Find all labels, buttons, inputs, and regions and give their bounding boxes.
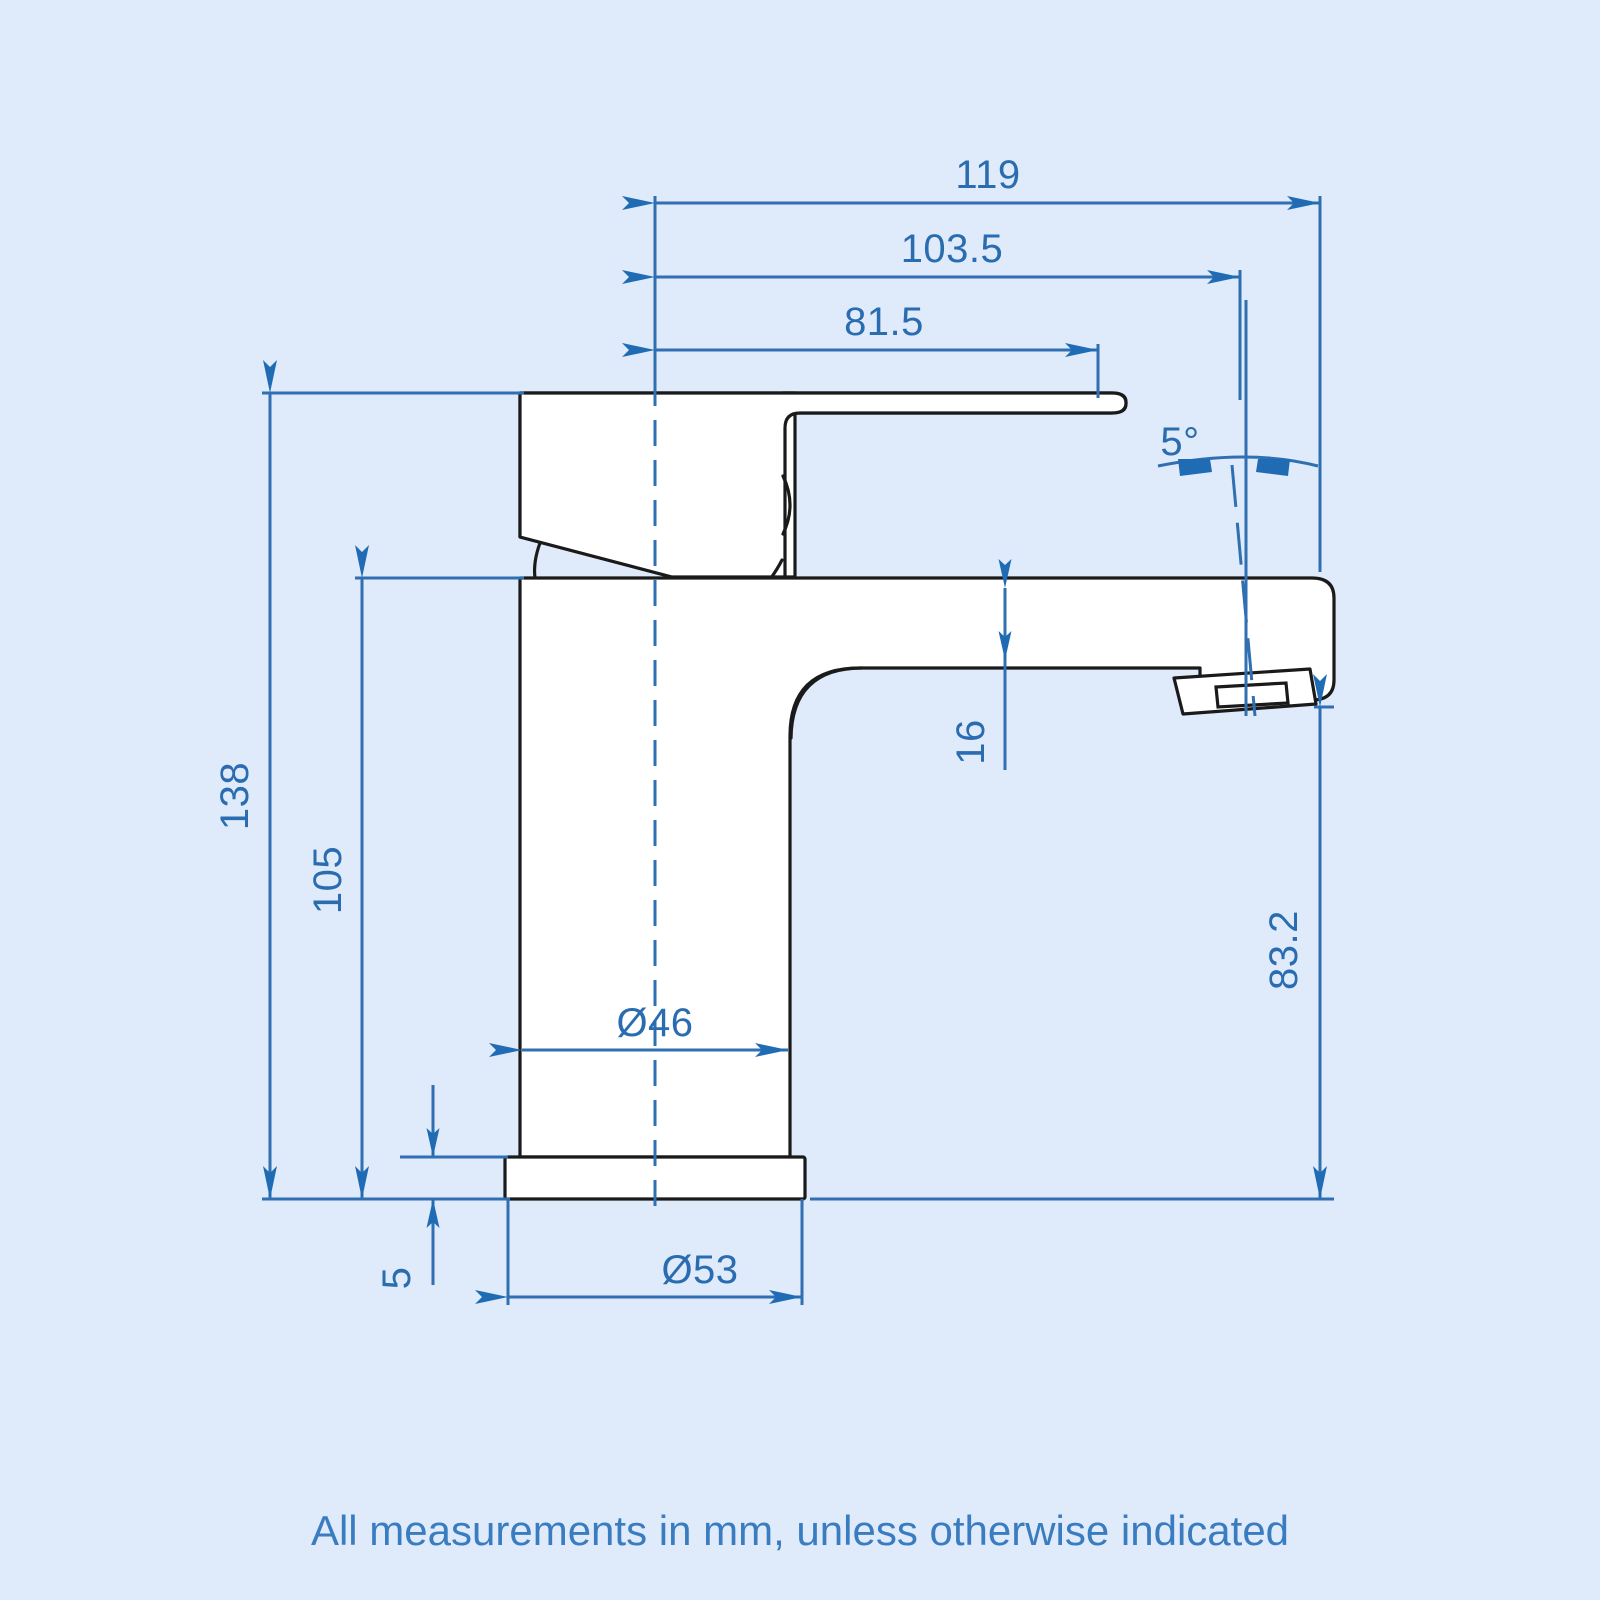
top-dimension-group: 119 103.5 81.5 xyxy=(622,153,1322,572)
spout-inner-fillet xyxy=(789,666,864,740)
dim-label-138: 138 xyxy=(213,762,257,830)
aerator-tilted-axis xyxy=(1230,464,1257,717)
dim-label-83-2: 83.2 xyxy=(1262,910,1306,990)
spout-thickness-dimension-group: 16 xyxy=(949,559,1012,770)
units-caption: All measurements in mm, unless otherwise… xyxy=(311,1507,1289,1554)
base-thickness-dimension-group: 5 xyxy=(375,1085,508,1289)
dim-label-5: 5 xyxy=(375,1267,419,1290)
dim-label-103-5: 103.5 xyxy=(901,227,1004,271)
handle-collar-arc-left xyxy=(532,541,542,580)
dim-label-81-5: 81.5 xyxy=(844,300,924,344)
aerator-inner-rect xyxy=(1214,681,1290,709)
handle-collar-arc-right xyxy=(769,558,784,580)
dim-label-119: 119 xyxy=(955,153,1020,197)
angle-arrow-right xyxy=(1256,459,1290,476)
angle-dimension-group: 5° xyxy=(1157,420,1319,476)
base-diameter-dimension-group: Ø53 xyxy=(475,1199,804,1305)
left-dimension-group: 138 105 xyxy=(213,360,524,1201)
center-lines xyxy=(653,300,1257,1215)
faucet-geometry xyxy=(503,391,1336,1201)
faucet-body-and-spout xyxy=(518,576,1336,1159)
angle-arrow-left xyxy=(1178,459,1212,476)
body-diameter-dimension-group: Ø46 xyxy=(489,1001,788,1057)
dim-label-d53: Ø53 xyxy=(661,1248,738,1292)
dim-label-angle-5deg: 5° xyxy=(1160,420,1199,464)
handle-pivot-bulge xyxy=(781,474,792,536)
dim-label-d46: Ø46 xyxy=(616,1001,693,1045)
lever-arm-plate xyxy=(518,391,1128,579)
outlet-height-dimension-group: 83.2 xyxy=(810,674,1334,1201)
dim-label-105: 105 xyxy=(306,846,350,914)
dim-label-16: 16 xyxy=(949,719,993,765)
